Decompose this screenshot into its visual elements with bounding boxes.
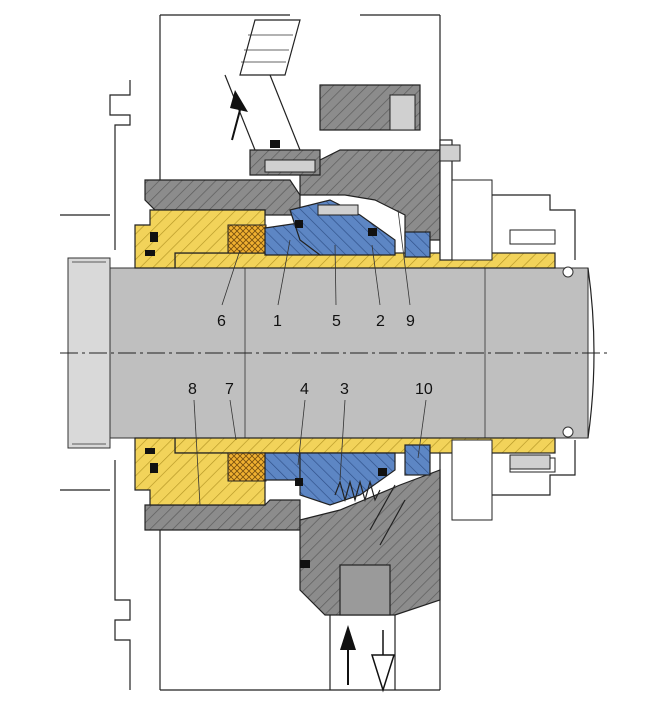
- label-1: 1: [273, 313, 282, 330]
- packing-ring: [227, 224, 267, 482]
- outlet-pipe: [224, 19, 301, 151]
- gland-housing-lower: [144, 469, 441, 616]
- spring: [334, 479, 381, 503]
- o-rings: [145, 140, 387, 568]
- label-2: 2: [376, 313, 385, 330]
- label-3: 3: [340, 381, 349, 398]
- flow-down-hollow-arrow-icon: [370, 630, 396, 693]
- leader-lines: [193, 209, 427, 506]
- label-7: 7: [225, 381, 234, 398]
- collar-left: [134, 209, 266, 506]
- port-channel: [329, 484, 406, 690]
- label-5: 5: [332, 313, 341, 330]
- bolts: [264, 94, 551, 470]
- label-4: 4: [300, 381, 309, 398]
- flow-out-arrow-icon: [230, 90, 248, 141]
- label-6: 6: [217, 313, 226, 330]
- flow-in-arrow-icon: [340, 625, 356, 685]
- seal-faces: [264, 199, 431, 506]
- label-10: 10: [415, 381, 433, 398]
- part-labels: 6 1 5 2 9 8 7 4 3 10: [188, 313, 433, 398]
- label-8: 8: [188, 381, 197, 398]
- label-9: 9: [406, 313, 415, 330]
